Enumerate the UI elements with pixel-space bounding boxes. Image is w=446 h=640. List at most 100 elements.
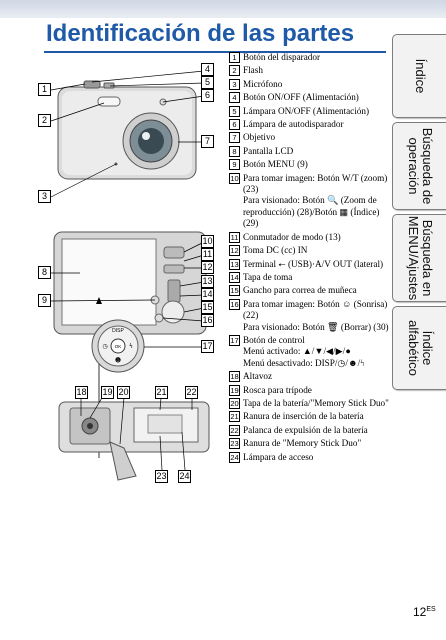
page-number: 12ES [413, 605, 436, 619]
callout-17: 17 [201, 340, 214, 353]
item-number: 9 [229, 159, 240, 171]
callout-6: 6 [201, 89, 214, 102]
item-subtext: Para visionado: Botón 🗑 (Borrar) (30) [243, 321, 389, 332]
item-text: Lámpara de autodisparador [243, 119, 344, 130]
item-text: Objetivo [243, 132, 276, 143]
item-number: 14 [229, 271, 240, 283]
item-text: Lámpara ON/OFF (Alimentación) [243, 105, 370, 116]
item-text: Gancho para correa de muñeca [243, 285, 357, 296]
item-number: 7 [229, 132, 240, 144]
item-text: Botón de control [243, 334, 305, 345]
item-text: Tapa de toma [243, 271, 293, 282]
callout-8: 8 [38, 266, 51, 279]
item-text: Micrófono [243, 78, 283, 89]
item-number: 21 [229, 411, 240, 423]
item-text: Pantalla LCD [243, 145, 294, 156]
item-text: Lámpara de acceso [243, 451, 314, 462]
item-text: Ranura de inserción de la batería [243, 411, 364, 422]
item-number: 16 [229, 298, 240, 310]
callout-7: 7 [201, 135, 214, 148]
callout-20: 20 [117, 386, 130, 399]
callout-14: 14 [201, 288, 214, 301]
callout-24: 24 [178, 470, 191, 483]
item-text: Botón del disparador [243, 52, 321, 62]
callout-4: 4 [201, 63, 214, 76]
item-number: 22 [229, 424, 240, 436]
item-number: 1 [229, 52, 240, 63]
item-subtext: Menú desactivado: DISP/◷/☻/ϟ [243, 357, 365, 368]
item-text: Conmutador de modo (13) [243, 231, 341, 242]
callout-12: 12 [201, 261, 214, 274]
callout-16: 16 [201, 314, 214, 327]
header-band [0, 0, 446, 18]
item-text: Flash [243, 65, 263, 76]
callout-21: 21 [155, 386, 168, 399]
item-number: 6 [229, 119, 240, 131]
callout-13: 13 [201, 275, 214, 288]
item-number: 24 [229, 451, 240, 463]
item-text: Altavoz [243, 371, 273, 382]
item-number: 18 [229, 371, 240, 383]
item-text: Toma DC (cc) IN [243, 245, 308, 256]
item-text: Palanca de expulsión de la batería [243, 424, 368, 435]
item-number: 19 [229, 384, 240, 396]
item-text: Para tomar imagen: Botón W/T (zoom) (23) [243, 172, 388, 195]
item-number: 12 [229, 245, 240, 257]
item-text: Para tomar imagen: Botón ☺ (Sonrisa) (22… [243, 298, 388, 321]
item-number: 8 [229, 145, 240, 157]
callout-10: 10 [201, 235, 214, 248]
item-number: 5 [229, 105, 240, 117]
tab-index[interactable]: Índice [392, 34, 446, 118]
item-subtext: Para visionado: Botón 🔍 (Zoom de reprodu… [243, 195, 380, 229]
item-text: Ranura de "Memory Stick Duo" [243, 438, 362, 449]
ok-label: OK [115, 344, 122, 349]
callout-18: 18 [75, 386, 88, 399]
item-text: Terminal ⭠ (USB)·A/V OUT (lateral) [243, 258, 384, 269]
camera-front-view [57, 80, 197, 180]
item-number: 4 [229, 92, 240, 104]
lcd-screen [61, 238, 157, 326]
camera-bottom-view [58, 401, 210, 481]
item-number: 13 [229, 258, 240, 270]
item-number: 23 [229, 438, 240, 450]
callout-22: 22 [185, 386, 198, 399]
callout-1: 1 [38, 83, 51, 96]
page-title: Identificación de las partes [46, 20, 355, 47]
item-number: 11 [229, 231, 240, 243]
item-text: Tapa de la batería/"Memory Stick Duo" [243, 397, 389, 408]
title-rule [44, 51, 386, 53]
svg-text:☻: ☻ [115, 357, 121, 364]
control-button-detail: DISP OK ◷ ϟ ☻ [91, 319, 145, 373]
tab-index-label: Índice [412, 58, 428, 94]
callout-5: 5 [201, 76, 214, 89]
callout-15: 15 [201, 301, 214, 314]
item-number: 2 [229, 65, 240, 77]
callout-3: 3 [38, 190, 51, 203]
item-number: 17 [229, 334, 240, 346]
